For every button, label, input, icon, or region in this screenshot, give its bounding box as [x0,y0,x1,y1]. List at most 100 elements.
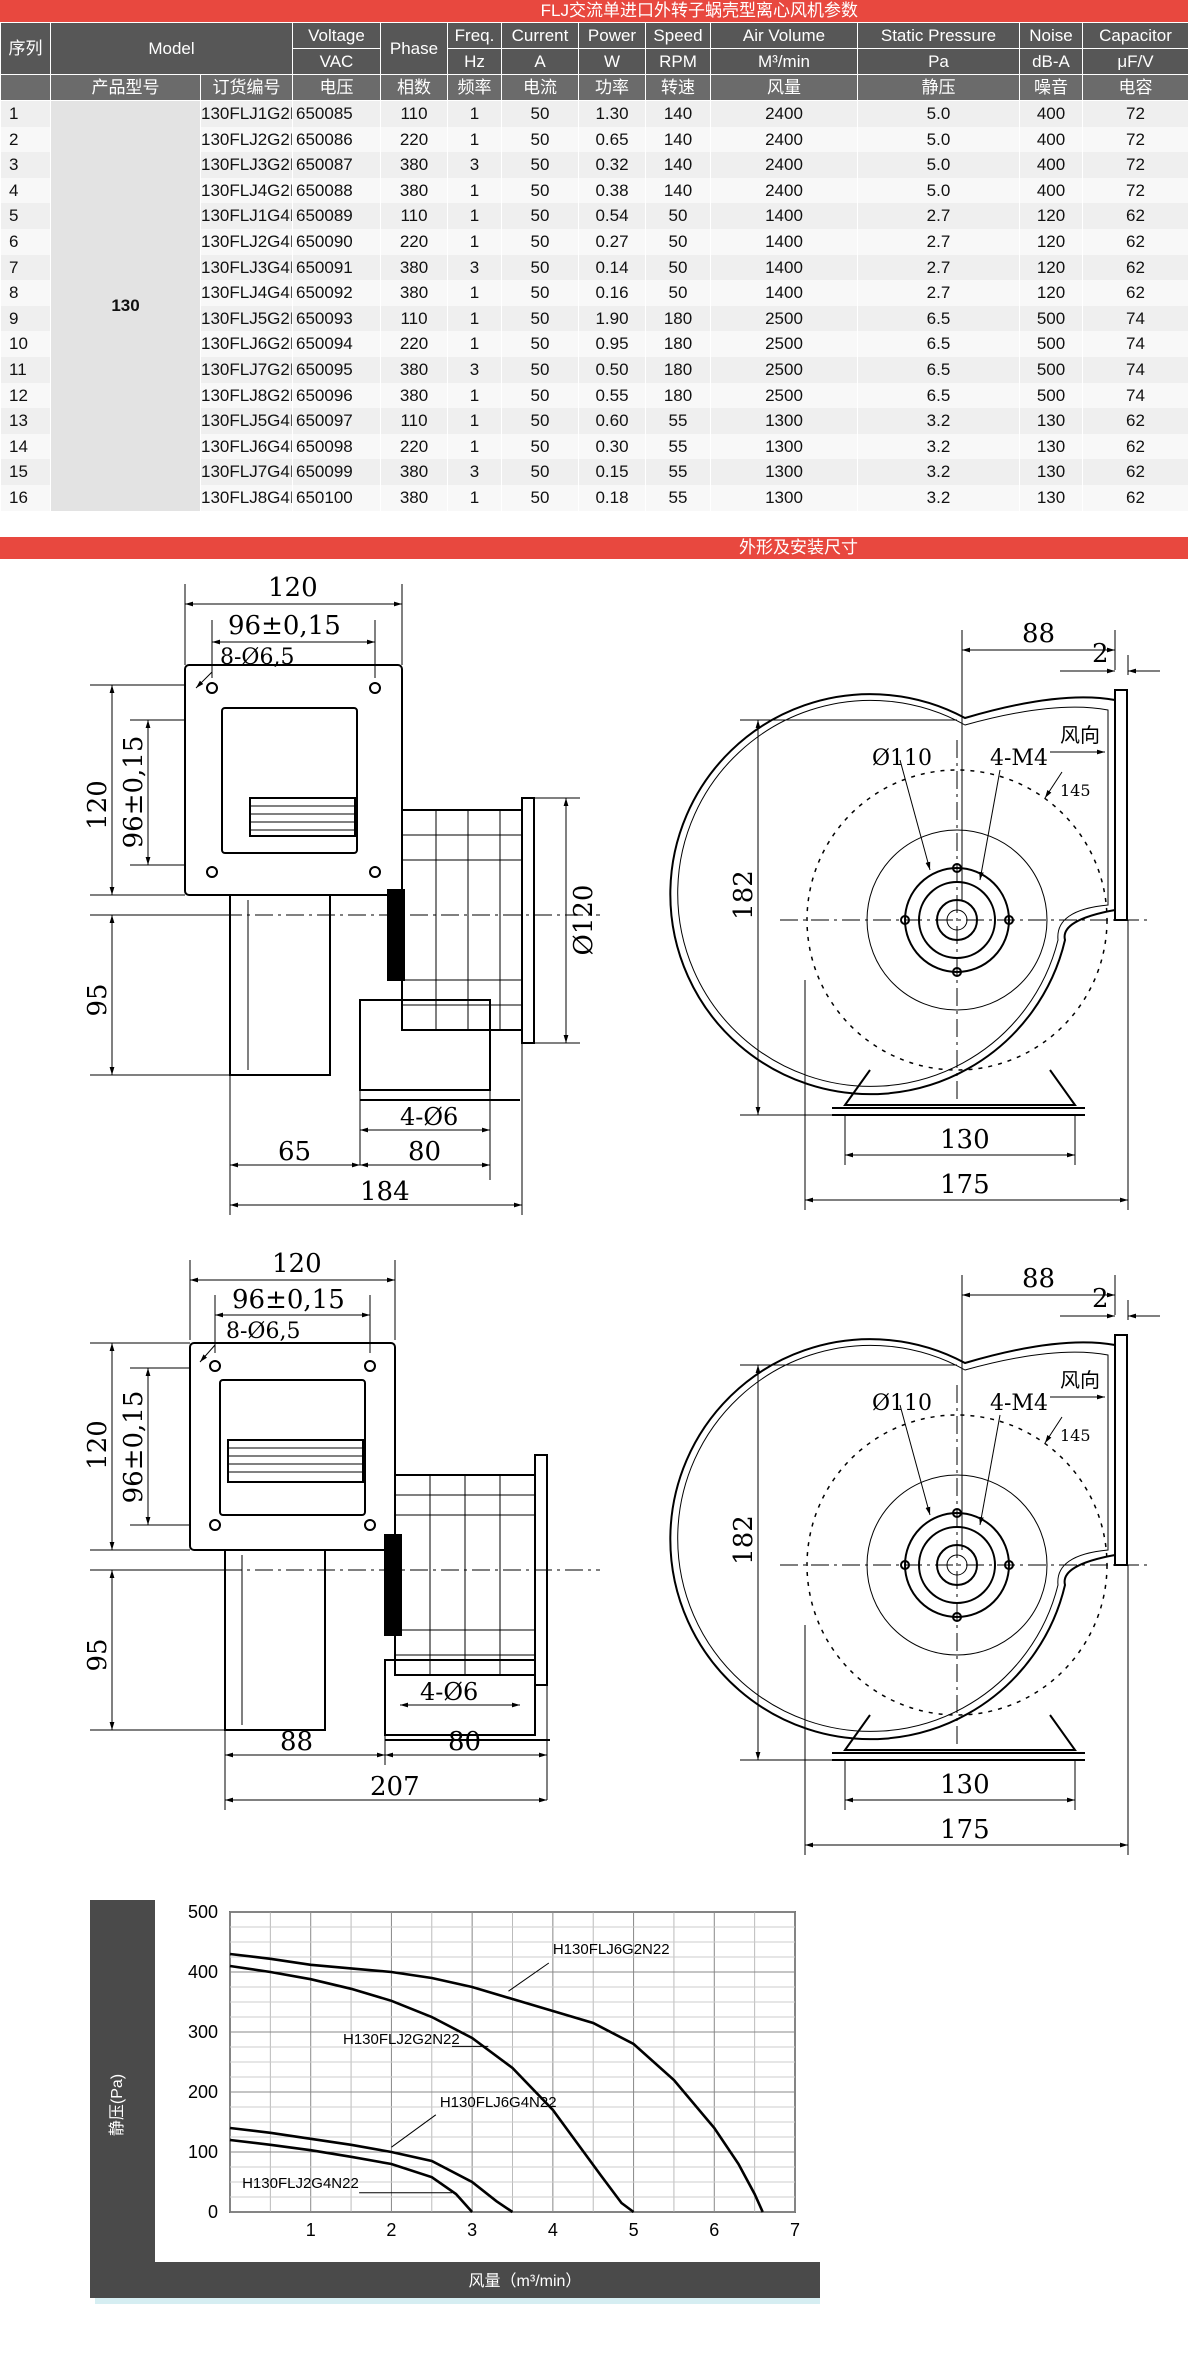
table-cell: 3 [447,459,502,485]
front-view-drawing-4 [669,1275,1160,1855]
table-cell: 50 [501,484,579,511]
dim-lower-height: 95 [83,983,113,1016]
table-cell: 110 [380,305,448,332]
table-cell: 380 [380,177,448,204]
table-cell: 1300 [710,459,858,485]
table-cell: 140 [645,152,711,178]
table-cell: 180 [645,356,711,383]
dim-holes: 8-Ø6,5 [220,645,294,670]
series-line-3 [229,2138,474,2213]
table-cell: 74 [1082,382,1188,409]
table-cell: 110 [380,408,448,434]
table-cell: 2.7 [857,203,1020,229]
table-cell: 130 [1019,408,1083,434]
dimension-banner: 外形及安装尺寸 [0,537,1188,559]
table-cell: 50 [501,331,579,357]
dim-pcd: 145 [1060,781,1091,800]
unit-airvolume: M³/min [710,48,858,75]
table-cell: 180 [645,305,711,332]
dim-total-length: 184 [360,1177,410,1207]
table-cell: 50 [501,152,579,178]
table-cell: 500 [1019,382,1083,409]
table-cell: 50 [501,382,579,409]
dim-hole-spacing-h: 96±0,15 [228,611,341,641]
table-cell: 6.5 [857,356,1020,383]
table-cell: 500 [1019,356,1083,383]
chart-xlabel-bar [90,2262,820,2298]
table-cell: 140 [645,177,711,204]
dim-top-b: 88 [1022,1264,1055,1294]
dim-diameter-inner-b: Ø110 [872,1391,932,1416]
dim-base-width-b: 130 [940,1770,990,1800]
table-row: 2130FLJ2G2N226500862201500.6514024005.04… [0,126,1188,153]
table-cell: 1 [447,100,502,127]
table-cell: 0.27 [578,228,646,255]
cn-power: 功率 [578,74,646,101]
col-airvolume-header: Air Volume [710,22,858,49]
table-cell: 120 [1019,228,1083,255]
col-model-header: Model [50,22,293,75]
table-cell: 2500 [710,356,858,383]
unit-pressure: Pa [857,48,1020,75]
table-cell: 130FLJ8G2N40 [200,382,293,409]
cn-phase: 相数 [380,74,448,101]
table-cell: 650097 [292,408,381,434]
dim-diameter-inner: Ø110 [872,746,932,771]
cn-order: 订货编号 [200,74,293,101]
table-cell: 1400 [710,254,858,281]
table-cell: 72 [1082,152,1188,178]
table-cell: 3 [447,254,502,281]
table-cell: 140 [645,126,711,153]
table-cell: 55 [645,459,711,485]
dim-flange-b: 2 [1092,1284,1109,1314]
table-cell: 400 [1019,126,1083,153]
dimension-drawings: 120 96±0,15 8-Ø6,5 120 96±0,15 95 Ø120 4… [83,573,1160,1855]
chart-bottom-strip [95,2298,820,2304]
table-cell: 1 [447,408,502,434]
cn-capacitor: 电容 [1082,74,1188,101]
table-cell: 72 [1082,100,1188,127]
table-cell: 0.65 [578,126,646,153]
table-row: 11130FLJ7G2N386500953803500.5018025006.5… [0,356,1188,383]
table-cell: 6.5 [857,305,1020,332]
dim-front-width-b: 120 [272,1249,322,1279]
table-cell: 1 [447,126,502,153]
table-cell: 0.14 [578,254,646,281]
table-cell: 62 [1082,459,1188,485]
table-cell: 220 [380,228,448,255]
model-group-cell: 130 [50,100,201,511]
dim-base-holes-b: 4-Ø6 [420,1678,478,1706]
table-cell: 1 [447,331,502,357]
table-cell: 0.95 [578,331,646,357]
chart-grid [229,1911,796,2213]
table-row: 14130FLJ6G4N226500982201500.305513003.21… [0,433,1188,460]
table-cell: 72 [1082,126,1188,153]
table-cell: 650092 [292,280,381,306]
table-cell: 50 [645,254,711,281]
chart-xlabel: 风量（m³/min） [469,2272,582,2290]
dim-base-holes: 4-Ø6 [400,1103,458,1131]
table-cell: 50 [501,228,579,255]
table-cell: 0.16 [578,280,646,306]
table-cell: 500 [1019,305,1083,332]
dim-right-length-b: 80 [448,1727,481,1757]
series-label: H130FLJ2G4N22 [242,2175,359,2192]
table-cell: 2 [0,126,51,153]
table-cell: 14 [0,433,51,460]
table-cell: 380 [380,382,448,409]
dim-height: 182 [729,870,759,920]
table-cell: 6 [0,228,51,255]
table-cell: 1 [447,280,502,306]
cn-speed: 转速 [645,74,711,101]
table-cell: 2400 [710,152,858,178]
dim-total-length-b: 207 [370,1772,420,1802]
col-freq-header: Freq. [447,22,502,49]
table-cell: 50 [645,203,711,229]
table-cell: 50 [501,126,579,153]
table-cell: 55 [645,484,711,511]
x-tick-label: 7 [790,2220,800,2240]
col-power-header: Power [578,22,646,49]
table-cell: 2500 [710,305,858,332]
table-cell: 62 [1082,280,1188,306]
